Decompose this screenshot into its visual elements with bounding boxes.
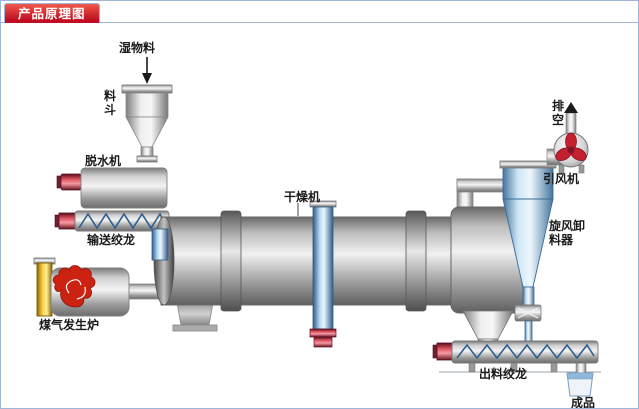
feed-auger [54,210,170,232]
label-wet-material: 湿物料 [119,41,156,55]
label-hopper: 料斗 [103,89,116,117]
discharge-auger [432,340,601,374]
rotary-drum [153,206,524,345]
page-title-tab: 产品原理图 [4,3,100,23]
label-feed-auger: 输送绞龙 [87,233,136,247]
label-dewatering: 脱水机 [85,154,122,168]
feed-chute [151,228,169,261]
label-draft-fan: 引风机 [543,172,580,186]
material-flow-arrow [142,57,152,84]
header-divider [1,22,638,23]
induced-draft-fan [546,102,589,174]
fan-blades-icon [555,132,587,161]
page-title: 产品原理图 [18,7,86,21]
flame-icon [52,265,96,308]
product-container [566,372,594,397]
cyclone-separator [499,160,557,345]
label-discharge-auger: 出料绞龙 [479,367,528,381]
dryer-pipe [297,200,337,348]
hopper [121,84,173,163]
label-product: 成品 [571,396,596,409]
label-vent: 排空 [551,99,564,127]
label-dryer: 干燥机 [284,190,321,204]
vent-arrow-icon [564,102,578,113]
dewatering-machine [56,167,168,209]
vent-pipe [564,102,578,138]
gas-generator-furnace [33,257,166,317]
label-gas-furnace: 煤气发生炉 [39,318,100,332]
label-cyclone: 旋风卸料器 [549,219,586,247]
